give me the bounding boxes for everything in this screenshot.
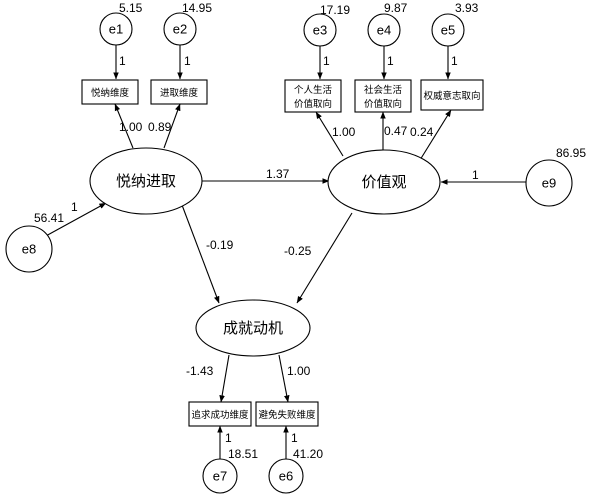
error-e1-label: e1 xyxy=(109,22,123,37)
error-e1: e1 5.15 1 xyxy=(99,1,143,68)
observed-o6-label: 追求成功维度 xyxy=(191,409,249,421)
error-e5-path-weight: 1 xyxy=(451,54,458,68)
error-e4-variance: 9.87 xyxy=(384,1,408,15)
observed-o4-label-line1: 社会生活 xyxy=(364,84,403,96)
error-e7-path-weight: 1 xyxy=(225,431,232,445)
observed-o2: 进取维度 xyxy=(150,79,208,105)
observed-o5-label: 权威意志取向 xyxy=(423,90,480,102)
loading-yuena-o1: 1.00 xyxy=(119,120,143,134)
error-e7-label: e7 xyxy=(213,469,227,484)
error-e6: e6 41.20 1 xyxy=(268,431,323,494)
error-e5-label: e5 xyxy=(441,23,455,38)
error-e3-variance: 17.19 xyxy=(320,3,350,17)
observed-o5: 权威意志取向 xyxy=(420,79,484,111)
path-yuena-to-chengjiu xyxy=(181,204,220,304)
error-e4: e4 9.87 1 xyxy=(367,1,408,68)
latent-jiazhi-label: 价值观 xyxy=(361,173,406,191)
latent-yuena: 悦纳进取 xyxy=(89,147,203,215)
observed-o4-label-line2: 价值取向 xyxy=(364,98,402,110)
coef-yuena-to-jiazhi: 1.37 xyxy=(266,167,290,181)
path-jiazhi-to-o5 xyxy=(419,109,452,161)
error-e6-variance: 41.20 xyxy=(293,447,323,461)
error-e6-label: e6 xyxy=(279,469,293,484)
error-e8-label: e8 xyxy=(22,242,36,257)
observed-o1: 悦纳维度 xyxy=(81,79,139,105)
error-e1-path-weight: 1 xyxy=(119,54,126,68)
error-e9-path-weight: 1 xyxy=(472,168,479,182)
error-e8: e8 56.41 1 xyxy=(5,200,78,273)
error-e5: e5 3.93 1 xyxy=(431,1,479,68)
error-e9-variance: 86.95 xyxy=(556,146,586,160)
observed-o6: 追求成功维度 xyxy=(188,401,252,427)
loading-jiazhi-o3: 1.00 xyxy=(332,125,356,139)
error-e1-variance: 5.15 xyxy=(119,1,143,15)
latent-chengjiu: 成就动机 xyxy=(195,299,311,357)
error-e7: e7 18.51 1 xyxy=(202,431,258,494)
observed-o3: 个人生活 价值取向 xyxy=(284,79,342,113)
latent-yuena-label: 悦纳进取 xyxy=(116,172,176,190)
error-e8-path-weight: 1 xyxy=(71,200,78,214)
error-e4-label: e4 xyxy=(377,23,391,38)
observed-o3-label-line1: 个人生活 xyxy=(294,84,333,96)
loading-jiazhi-o4: 0.47 xyxy=(384,124,408,138)
error-e2-variance: 14.95 xyxy=(182,1,212,15)
path-yuena-to-o1 xyxy=(114,103,134,149)
error-e4-path-weight: 1 xyxy=(387,54,394,68)
error-e2: e2 14.95 1 xyxy=(163,1,212,68)
loading-jiazhi-o5: 0.24 xyxy=(410,125,434,139)
loading-chengjiu-o7: 1.00 xyxy=(287,364,311,378)
error-e5-variance: 3.93 xyxy=(455,1,479,15)
latent-jiazhi: 价值观 xyxy=(327,149,441,215)
path-e8-to-yuena xyxy=(43,202,107,238)
path-jiazhi-to-o3 xyxy=(315,111,344,157)
error-e3-label: e3 xyxy=(313,23,327,38)
latent-chengjiu-label: 成就动机 xyxy=(223,319,283,337)
observed-o4: 社会生活 价值取向 xyxy=(354,79,412,113)
path-yuena-to-o2 xyxy=(163,103,181,149)
coef-yuena-to-chengjiu: -0.19 xyxy=(206,238,234,252)
error-e3: e3 17.19 1 xyxy=(303,3,350,68)
observed-o1-label: 悦纳维度 xyxy=(91,87,130,99)
path-jiazhi-to-chengjiu xyxy=(296,212,353,304)
coef-jiazhi-to-chengjiu: -0.25 xyxy=(284,244,312,258)
error-e7-variance: 18.51 xyxy=(228,447,258,461)
loading-chengjiu-o6: -1.43 xyxy=(186,364,214,378)
error-e9: e9 86.95 1 xyxy=(472,146,586,207)
error-e2-label: e2 xyxy=(173,22,187,37)
loading-yuena-o2: 0.89 xyxy=(148,120,172,134)
error-e2-path-weight: 1 xyxy=(184,54,191,68)
path-chengjiu-to-o6 xyxy=(219,354,230,403)
observed-o7: 避免失败维度 xyxy=(255,401,319,427)
observed-o7-label: 避免失败维度 xyxy=(258,409,316,421)
observed-o3-label-line2: 价值取向 xyxy=(294,98,332,110)
error-e6-path-weight: 1 xyxy=(291,431,298,445)
observed-o2-label: 进取维度 xyxy=(160,87,199,99)
path-chengjiu-to-o7 xyxy=(278,354,290,403)
error-e8-variance: 56.41 xyxy=(34,211,64,225)
error-e3-path-weight: 1 xyxy=(323,54,330,68)
error-e9-label: e9 xyxy=(542,176,556,191)
